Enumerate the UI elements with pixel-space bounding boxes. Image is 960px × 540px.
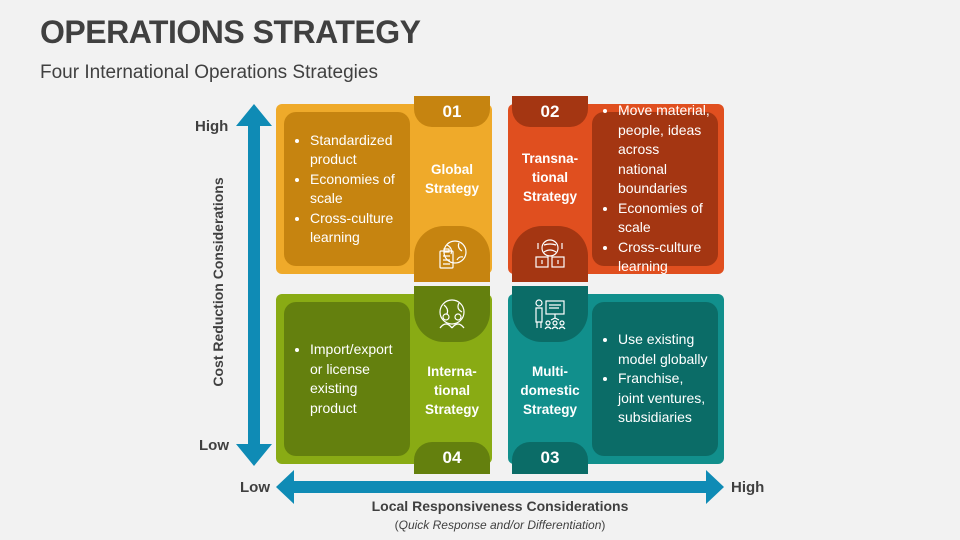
title-line: Strategy bbox=[522, 402, 578, 417]
globe-laptops-icon bbox=[535, 239, 565, 268]
transnational-strategy-icon-cap bbox=[512, 226, 588, 282]
presentation-audience-icon bbox=[535, 299, 566, 330]
title-line: Strategy bbox=[424, 402, 480, 417]
horizontal-axis-label: Local Responsiveness Considerations bbox=[371, 498, 629, 514]
title-line: Global bbox=[430, 162, 473, 177]
bullet-item: Cross-culture learning bbox=[618, 238, 712, 277]
title-line: Interna- bbox=[427, 364, 477, 379]
title-line: Multi- bbox=[532, 364, 568, 379]
vertical-arrow-shape bbox=[236, 104, 272, 466]
bullet-list: Move material, people, ideas across nati… bbox=[600, 101, 712, 277]
bullet-item: Standardized product bbox=[310, 131, 404, 170]
international-strategy-title: Interna- tional Strategy bbox=[414, 362, 490, 419]
page-title: OPERATIONS STRATEGY bbox=[40, 14, 421, 50]
international-strategy-icon-cap bbox=[414, 286, 490, 342]
title-line: Transna- bbox=[521, 151, 579, 166]
bullet-list: Import/export or license existing produc… bbox=[292, 340, 404, 418]
vertical-axis-low: Low bbox=[199, 437, 229, 454]
page-subtitle: Four International Operations Strategies bbox=[40, 62, 378, 83]
horizontal-axis-low: Low bbox=[240, 479, 270, 496]
transnational-strategy-title: Transna- tional Strategy bbox=[512, 149, 588, 206]
bullet-item: Economies of scale bbox=[310, 170, 404, 209]
bullet-list: Use existing model globally Franchise, j… bbox=[600, 330, 712, 428]
title-line: tional bbox=[434, 383, 470, 398]
bullet-item: Import/export or license existing produc… bbox=[310, 340, 404, 418]
horizontal-axis-arrow bbox=[276, 470, 724, 504]
bullet-item: Franchise, joint ventures, subsidiaries bbox=[618, 369, 712, 428]
quadrant-number-02: 02 bbox=[512, 96, 588, 127]
paren-open: ( bbox=[394, 518, 399, 532]
global-strategy-icon-cap bbox=[414, 226, 490, 282]
quadrant-number-03: 03 bbox=[512, 442, 588, 474]
quadrant-number-01: 01 bbox=[414, 96, 490, 127]
paren-close: ) bbox=[601, 518, 606, 532]
bullet-list: Standardized product Economies of scale … bbox=[292, 131, 404, 248]
horizontal-axis-sublabel: (Quick Response and/or Differentiation) bbox=[0, 518, 960, 532]
quadrant-global-strategy: Standardized product Economies of scale … bbox=[276, 104, 492, 274]
transnational-strategy-bullets: Move material, people, ideas across nati… bbox=[592, 102, 718, 274]
international-strategy-bullets: Import/export or license existing produc… bbox=[284, 302, 410, 456]
vertical-axis-arrow bbox=[236, 104, 272, 466]
horizontal-arrow-shape bbox=[276, 470, 724, 504]
globe-clipboard-icon bbox=[439, 240, 467, 269]
global-strategy-title: Global Strategy bbox=[414, 160, 490, 198]
bullet-item: Move material, people, ideas across nati… bbox=[618, 101, 712, 199]
bullet-item: Economies of scale bbox=[618, 199, 712, 238]
multidomestic-strategy-bullets: Use existing model globally Franchise, j… bbox=[592, 302, 718, 456]
horizontal-axis-high: High bbox=[731, 479, 765, 496]
bullet-item: Cross-culture learning bbox=[310, 209, 404, 248]
vertical-axis-high: High bbox=[195, 118, 229, 135]
vertical-axis-label: Cost Reduction Considerations bbox=[210, 177, 226, 387]
title-line: domestic bbox=[520, 383, 580, 398]
title-line: tional bbox=[532, 170, 568, 185]
horizontal-axis-sublabel-text: Quick Response and/or Differentiation bbox=[398, 518, 602, 532]
title-line: Strategy bbox=[522, 189, 578, 204]
multidomestic-strategy-title: Multi- domestic Strategy bbox=[512, 362, 588, 419]
globe-people-icon bbox=[439, 299, 465, 329]
quadrant-international-strategy: Import/export or license existing produc… bbox=[276, 294, 492, 464]
global-strategy-bullets: Standardized product Economies of scale … bbox=[284, 112, 410, 266]
multidomestic-strategy-icon-cap bbox=[512, 286, 588, 342]
bullet-item: Use existing model globally bbox=[618, 330, 712, 369]
quadrant-number-04: 04 bbox=[414, 442, 490, 474]
title-line: Strategy bbox=[424, 181, 480, 196]
quadrant-multidomestic-strategy: Use existing model globally Franchise, j… bbox=[508, 294, 724, 464]
